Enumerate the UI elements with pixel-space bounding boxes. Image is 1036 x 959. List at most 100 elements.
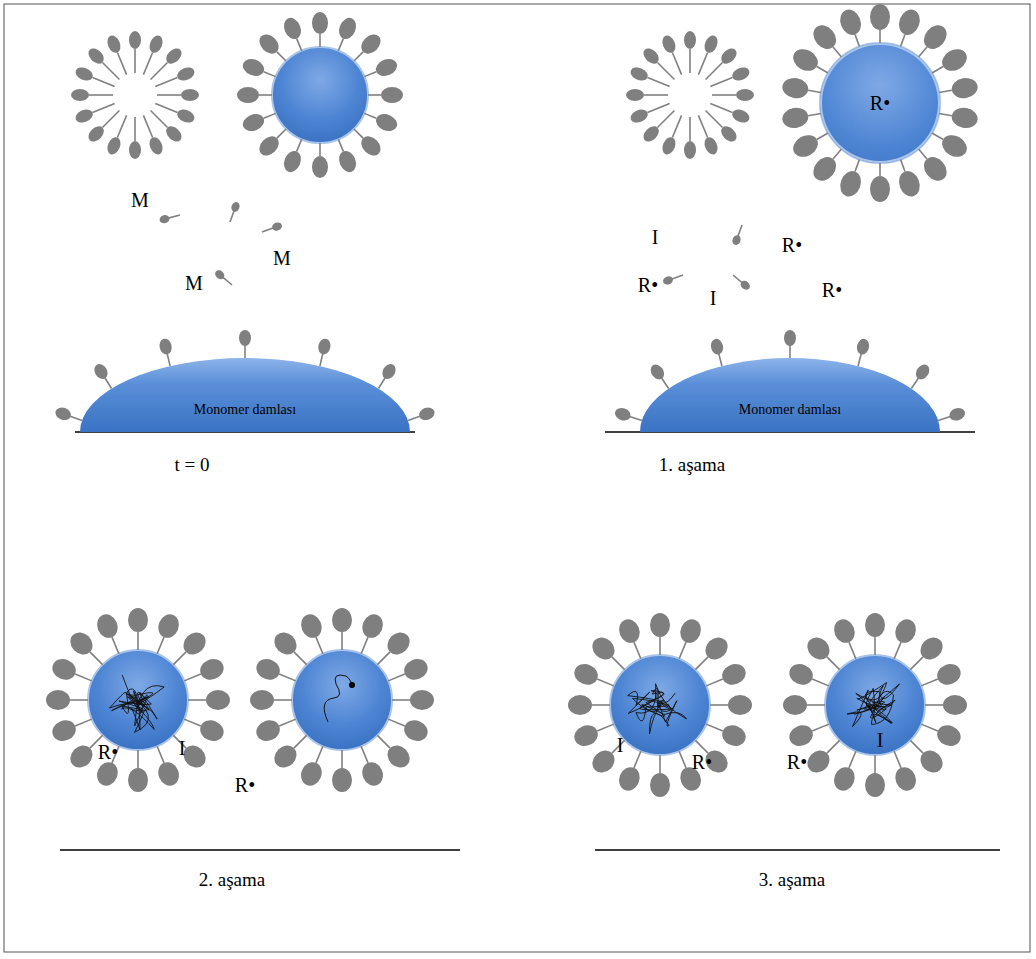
surfactant-head (919, 152, 951, 185)
surfactant-tail (695, 657, 708, 670)
surfactant-head (786, 661, 816, 689)
surfactant-tail (70, 699, 88, 701)
surfactant-head (837, 7, 865, 38)
surfactant-tail (817, 133, 828, 140)
surfactant-head (803, 746, 834, 777)
surfactant-tail (698, 115, 707, 137)
frame (4, 4, 1030, 952)
surfactant-tail (143, 53, 152, 75)
polymer-coil (628, 684, 687, 734)
surfactant-head (54, 405, 73, 422)
monomer-head (159, 214, 171, 224)
surfactant-head (86, 123, 107, 144)
surfactant-tail (648, 77, 670, 86)
surfactant-head (702, 135, 720, 156)
surfactant-tail (879, 30, 881, 43)
surfactant-tail (157, 637, 164, 654)
surfactant-head (613, 406, 632, 422)
surfactant-head (719, 661, 749, 689)
surfactant-head (206, 690, 230, 710)
surfactant-tail (297, 39, 302, 51)
surfactant-tail (849, 642, 856, 659)
surfactant-head (650, 773, 670, 797)
surfactant-tail (612, 657, 625, 670)
surfactant-head (809, 21, 841, 54)
surfactant-tail (354, 52, 363, 61)
surfactant-tail (354, 129, 363, 138)
surfactant-tail (657, 62, 674, 79)
surfactant-tail (157, 746, 164, 763)
surfactant-tail (137, 632, 139, 650)
surfactant-head (896, 168, 924, 199)
surfactant-tail (698, 53, 707, 75)
stage-label: 3. aşama (759, 870, 825, 891)
surfactant-head (383, 628, 414, 659)
radical-label: R• (782, 234, 802, 256)
surfactant-tail (134, 49, 136, 73)
surfactant-head (571, 722, 601, 750)
surfactant-tail (710, 77, 732, 86)
surfactant-tail (901, 159, 905, 171)
surfactant-tail (597, 679, 614, 686)
surfactant-tail (939, 90, 952, 92)
surfactant-tail (597, 724, 614, 731)
surfactant-head (571, 661, 601, 689)
surfactant-head (66, 741, 97, 772)
surfactant-head (803, 633, 834, 664)
surfactant-head (359, 611, 387, 641)
surfactant-tail (833, 47, 841, 57)
surfactant-tail (297, 139, 302, 151)
surfactant-head (401, 656, 431, 684)
empty-micelle (626, 31, 754, 159)
surfactant-tail (75, 674, 92, 681)
surfactant-tail (939, 113, 952, 115)
surfactant-head (916, 633, 947, 664)
droplet-label: Monomer damlası (640, 402, 940, 418)
surfactant-tail (812, 679, 829, 686)
surfactant-head (197, 656, 227, 684)
surfactant-head (74, 65, 95, 83)
surfactant-head (784, 330, 796, 346)
radical-label: R• (822, 279, 842, 301)
droplet-shape (80, 358, 410, 432)
surfactant-tail (710, 704, 728, 706)
surfactant-head (381, 87, 403, 103)
surfactant-tail (659, 755, 661, 773)
surfactant-head (865, 773, 885, 797)
monomer-head (662, 275, 674, 286)
surfactant-tail (112, 637, 119, 654)
monomer-head (213, 268, 226, 281)
surfactant-head (239, 330, 251, 346)
monomer-label: M (131, 189, 149, 211)
surfactant-tail (338, 139, 343, 151)
monomer-droplet: Monomer damlası (80, 358, 410, 432)
micelle-core (272, 47, 368, 143)
monomer-label: M (273, 247, 291, 269)
surfactant-head (66, 628, 97, 659)
surfactant-head (616, 616, 644, 646)
surfactant-head (870, 4, 890, 30)
surfactant-tail (648, 103, 670, 112)
surfactant-tail (89, 94, 113, 96)
surfactant-tail (279, 674, 296, 681)
surfactant-tail (377, 735, 390, 748)
surfactant-tail (361, 746, 368, 763)
surfactant-tail (874, 637, 876, 655)
surfactant-head (660, 135, 678, 156)
surfactant-head (831, 616, 859, 646)
surfactant-head (373, 111, 399, 134)
surfactant-head (147, 135, 165, 156)
initiator-label: I (652, 226, 659, 248)
surfactant-head (94, 759, 122, 789)
surfactant-head (71, 89, 89, 101)
surfactant-tail (710, 103, 732, 112)
surfactant-tail (264, 113, 276, 118)
radical-label: R• (787, 751, 807, 773)
surfactant-head (256, 31, 283, 58)
surfactant-tail (679, 642, 686, 659)
surfactant-tail (392, 699, 410, 701)
radical-label: R• (870, 92, 890, 115)
monomer-head (731, 234, 742, 246)
surfactant-tail (910, 657, 923, 670)
surfactant-tail (93, 103, 115, 112)
